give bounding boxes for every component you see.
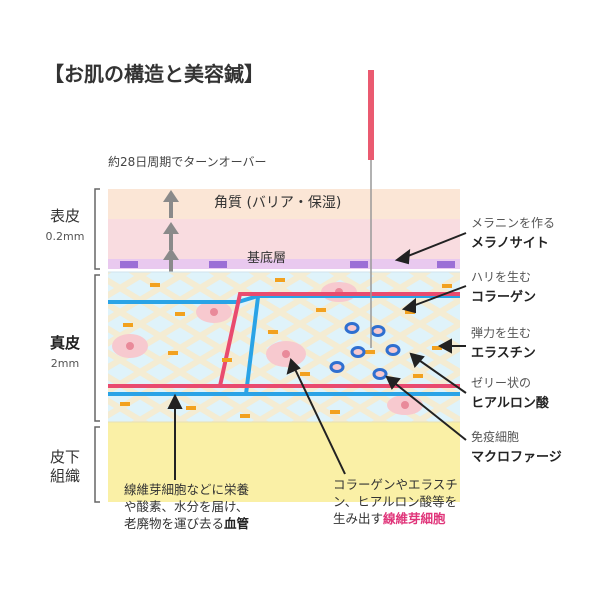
blood-vessel-note: 線維芽細胞などに栄養 や酸素、水分を届け、 老廃物を運び去る血管	[124, 482, 250, 531]
layer-brackets	[94, 188, 100, 503]
acupuncture-needle	[368, 70, 374, 348]
melanocytes	[120, 261, 455, 268]
blood-vessels	[108, 292, 460, 396]
dermis-label: 真皮 2mm	[49, 334, 80, 370]
basal-layer-strip	[108, 259, 460, 269]
annotation-elastin: 弾力を生む エラスチン	[471, 326, 536, 361]
stratum-corneum-layer	[108, 189, 460, 219]
annotation-hyaluronic-acid: ゼリー状の ヒアルロン酸	[471, 376, 549, 411]
subcutis-label: 皮下 組織	[49, 448, 80, 485]
fibroblast-note: コラーゲンやエラスチ ン、ヒアルロン酸等を 生み出す線維芽細胞	[333, 477, 458, 526]
turnover-arrows	[163, 190, 179, 272]
elastin-fibers	[120, 278, 452, 418]
annotation-arrows	[167, 232, 467, 480]
subcutis-layer	[108, 422, 460, 502]
annotation-melanocyte: メラニンを作る メラノサイト	[471, 216, 556, 251]
turnover-note: 約28日周期でターンオーバー	[108, 155, 267, 169]
macrophages	[329, 322, 401, 380]
epidermis-label: 表皮 0.2mm	[45, 207, 85, 243]
basal-layer-label: 基底層	[247, 251, 287, 266]
epidermis-lower-layer	[108, 219, 460, 259]
annotation-collagen: ハリを生む コラーゲン	[471, 270, 537, 305]
fibroblast-cells	[112, 282, 423, 415]
stratum-corneum-label: 角質 (バリア・保湿)	[214, 195, 342, 211]
page-title: 【お肌の構造と美容鍼】	[44, 62, 264, 86]
annotation-macrophage: 免疫細胞 マクロファージ	[471, 430, 562, 465]
